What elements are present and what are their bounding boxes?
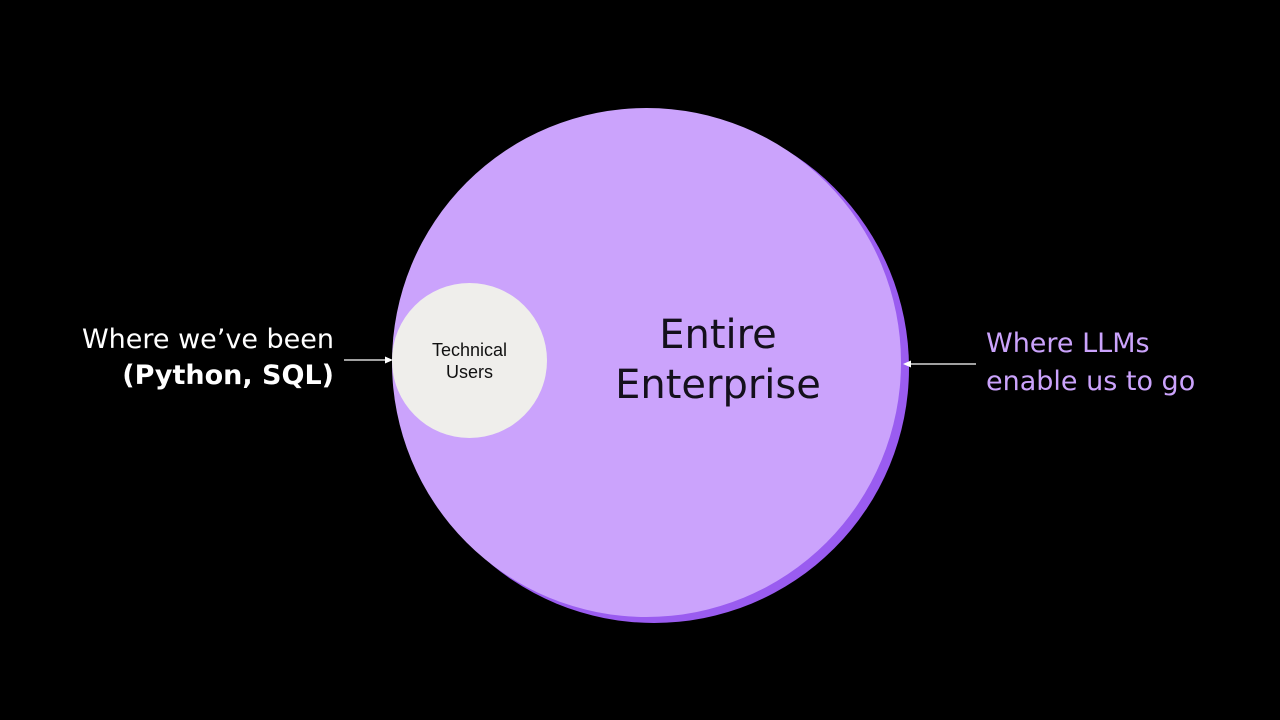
where-llms-enable-line-1: Where LLMs <box>986 328 1150 359</box>
where-llms-enable-annotation: Where LLMs enable us to go <box>986 325 1195 401</box>
entire-enterprise-label-line-1: Entire <box>659 312 777 358</box>
entire-enterprise-label: Entire Enterprise <box>588 310 848 410</box>
where-weve-been-line-2: (Python, SQL) <box>122 360 334 391</box>
where-weve-been-line-1: Where we’ve been <box>81 324 334 355</box>
technical-users-label-line-2: Users <box>445 361 493 382</box>
right-arrow-head <box>903 360 911 368</box>
entire-enterprise-label-line-2: Enterprise <box>615 362 821 408</box>
where-llms-enable-line-2: enable us to go <box>986 366 1196 397</box>
right-arrow <box>903 360 976 368</box>
technical-users-label: Technical Users <box>415 339 525 383</box>
left-arrow-head <box>385 356 393 364</box>
technical-users-circle: Technical Users <box>392 283 547 438</box>
left-arrow <box>344 356 393 364</box>
technical-users-label-line-1: Technical <box>431 339 508 360</box>
where-weve-been-annotation: Where we’ve been (Python, SQL) <box>82 322 334 394</box>
